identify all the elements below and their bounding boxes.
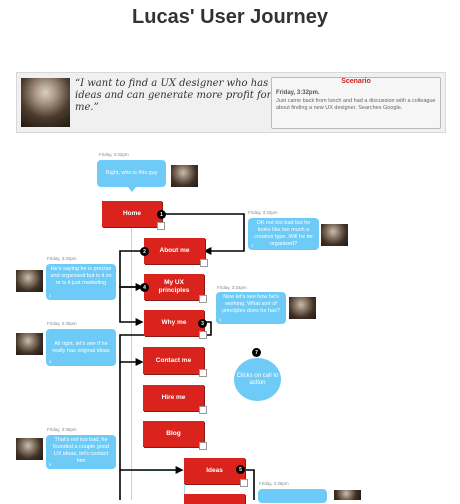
scenario-box: Scenario Friday, 3:32pm. Just came back …	[271, 77, 441, 129]
persona-quote: “I want to find a UX designer who has id…	[75, 78, 272, 113]
step-marker-1: 1	[157, 210, 166, 219]
step-marker-3: 3	[198, 319, 207, 328]
user-avatar	[289, 297, 316, 319]
scenario-text: Just came back from lunch and had a disc…	[276, 98, 436, 111]
step-marker-5: 5	[236, 465, 245, 474]
node-home: Home	[102, 201, 165, 230]
user-avatar	[16, 438, 43, 460]
thought-bubble: Now let's see how he's working. What sor…	[216, 292, 286, 324]
arrow-ideas-out	[245, 469, 255, 500]
bubble-timestamp: Friday, 3:35pm	[47, 321, 77, 326]
persona-photo	[21, 78, 70, 127]
scenario-title: Scenario	[341, 78, 371, 85]
page-title: Lucas' User Journey	[132, 6, 328, 28]
document-icon	[199, 406, 207, 414]
node-home-label: Home	[122, 210, 142, 217]
thought-bubble: OK not too bad but he looks like too muc…	[248, 218, 319, 250]
node-hire: Hire me	[143, 385, 207, 414]
node-ux-principles: My UX principles	[144, 274, 207, 303]
node-next	[184, 494, 245, 504]
bubble-text: OK not too bad but he looks like too muc…	[254, 220, 313, 247]
document-icon	[200, 259, 208, 267]
bubble-timestamp: Friday, 3:33pm	[47, 256, 77, 261]
node-why-label: Why me	[161, 319, 187, 326]
bubble-number: 4	[49, 359, 52, 364]
node-contact: Contact me	[143, 347, 207, 377]
bubble-timestamp: Friday, 3:32pm	[99, 152, 129, 157]
bubble-timestamp: Friday, 3:32pm	[248, 210, 278, 215]
bubble-text: Right, who is this guy	[105, 170, 158, 176]
node-about: About me	[144, 238, 208, 267]
arrow-ux-to-why	[119, 286, 144, 326]
scenario-time: Friday, 3:32pm.	[276, 90, 320, 96]
bubble-text: He's saying he is precise and organised …	[50, 266, 112, 286]
arrow-about-to-ux	[119, 250, 144, 291]
document-icon	[199, 442, 207, 450]
final-action-circle: Clicks on call to action	[234, 358, 281, 401]
node-ideas: Ideas	[184, 458, 248, 487]
node-hire-label: Hire me	[161, 394, 186, 401]
document-icon	[199, 369, 207, 377]
bubble-timestamp: Friday, 3:36pm	[259, 481, 289, 486]
bubble-text: That's not too bad, he founded a couple …	[53, 437, 109, 464]
thought-bubble: Right, who is this guy	[97, 160, 166, 192]
bubble-timestamp: Friday, 3:34pm	[217, 285, 247, 290]
thought-bubble: He's saying he is precise and organised …	[46, 264, 116, 300]
user-avatar	[16, 270, 43, 292]
arrow-to-ideas	[119, 362, 184, 474]
step-marker-4: 4	[140, 283, 149, 292]
node-contact-label: Contact me	[155, 356, 192, 364]
user-avatar	[16, 333, 43, 355]
bubble-number: 5	[49, 462, 52, 467]
bubble-text: All right, let's see if he really has or…	[52, 340, 110, 354]
thought-bubble: All right, let's see if he really has or…	[46, 329, 116, 366]
thought-bubble: That's not too bad, he founded a couple …	[46, 435, 116, 469]
user-avatar	[334, 490, 361, 500]
user-avatar	[171, 165, 198, 187]
document-icon	[157, 222, 165, 230]
bubble-number: 3	[219, 317, 222, 322]
persona-panel: “I want to find a UX designer who has id…	[16, 72, 446, 133]
node-ideas-label: Ideas	[206, 467, 223, 474]
document-icon	[199, 295, 207, 303]
spine-ideas	[184, 470, 185, 500]
document-icon	[240, 479, 248, 487]
node-about-label: About me	[159, 247, 190, 254]
node-blog-label: Blog	[166, 430, 181, 437]
bubble-text: Now let's see how he's working. What sor…	[222, 294, 280, 314]
step-marker-7: 7	[252, 348, 261, 357]
thought-bubble	[258, 489, 327, 503]
document-icon	[199, 331, 207, 339]
arrow-home-to-about	[162, 213, 245, 255]
bubble-number: 2	[49, 293, 52, 298]
spine-main	[131, 228, 132, 500]
bubble-timestamp: Friday, 3:36pm	[47, 427, 77, 432]
bubble-number: 1	[251, 243, 254, 248]
node-ux-label: My UX principles	[158, 279, 190, 294]
user-avatar	[321, 224, 348, 246]
node-why-me: Why me	[144, 310, 207, 339]
step-marker-2: 2	[140, 247, 149, 256]
node-blog: Blog	[143, 421, 207, 450]
